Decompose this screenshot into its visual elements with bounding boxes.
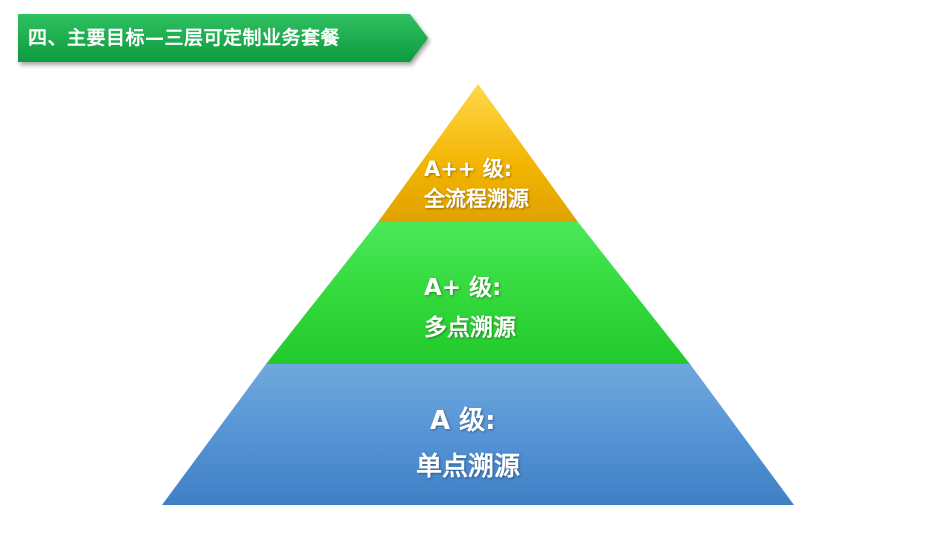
tier-middle-label: A+ 级: 多点溯源 [424, 268, 516, 348]
tier-top-name: 全流程溯源 [424, 187, 529, 211]
pyramid-tier-middle [266, 222, 690, 364]
pyramid-tier-bottom [162, 364, 794, 505]
tier-bottom-name: 单点溯源 [416, 452, 521, 482]
tier-top-label: A++ 级: 全流程溯源 [424, 154, 529, 214]
tier-bottom-label: A 级: 单点溯源 [416, 398, 520, 490]
tier-middle-level: A+ 级: [424, 275, 502, 301]
banner-shape [18, 14, 428, 62]
page-title: 四、主要目标—三层可定制业务套餐 [28, 27, 341, 49]
tier-top-level: A++ 级: [424, 157, 513, 181]
title-banner: 四、主要目标—三层可定制业务套餐 [18, 14, 430, 62]
tier-bottom-level: A 级: [430, 406, 496, 436]
tier-middle-name: 多点溯源 [424, 315, 516, 341]
pyramid-tier-top [378, 84, 578, 222]
